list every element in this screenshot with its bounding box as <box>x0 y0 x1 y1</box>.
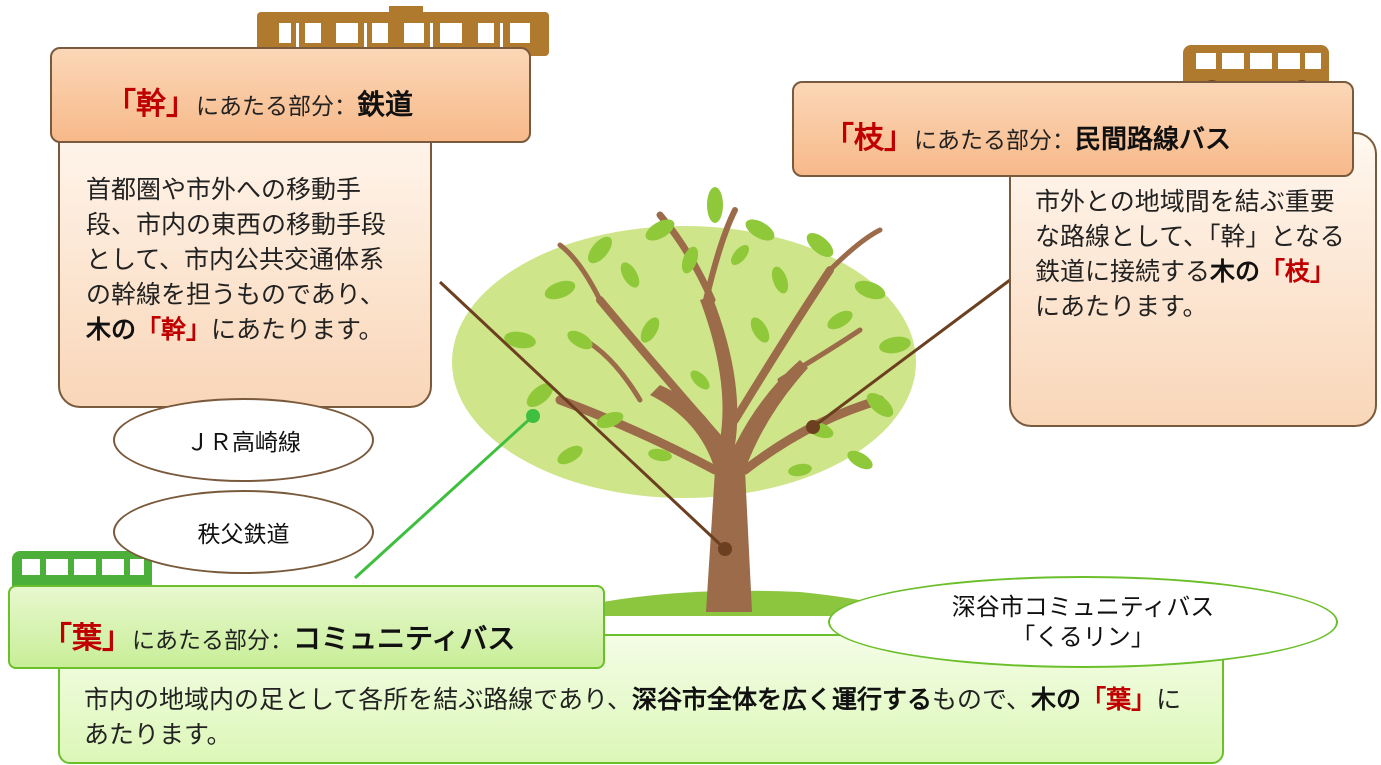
trunk-header-mid: にあたる部分： <box>196 94 357 120</box>
trunk-description-box: 首都圏や市外への移動手段、市内の東西の移動手段として、市内公共交通体系の幹線を担… <box>58 112 432 408</box>
line-oval-jr-takasaki: ＪＲ高崎線 <box>113 398 374 482</box>
leaf-description-text: 市内の地域内の足として各所を結ぶ路線であり、深谷市全体を広く運行するもので、木の… <box>84 685 1182 749</box>
leaf-connector-dot <box>526 409 540 423</box>
trunk-description-text: 首都圏や市外への移動手段、市内の東西の移動手段として、市内公共交通体系の幹線を担… <box>86 175 387 344</box>
leaf-header-bracket: 「葉」 <box>42 621 132 656</box>
branch-header-mid: にあたる部分： <box>914 128 1075 154</box>
tree-leaves <box>504 187 911 477</box>
leaf-header-mid: にあたる部分： <box>132 628 293 654</box>
service-name-line2: 「くるリン」 <box>1011 623 1155 651</box>
line-oval-chichibu: 秩父鉄道 <box>113 490 374 574</box>
branch-description-text: 市外との地域間を結ぶ重要な路線として、「幹」となる鉄道に接続する木の「枝」にあた… <box>1035 187 1345 321</box>
branch-header-keyword: 民間路線バス <box>1075 125 1232 155</box>
trunk-connector-line <box>438 280 727 551</box>
train-icon <box>257 6 549 56</box>
branch-description-box: 市外との地域間を結ぶ重要な路線として、「幹」となる鉄道に接続する木の「枝」にあた… <box>1009 132 1377 427</box>
line-label-chichibu: 秩父鉄道 <box>197 522 290 548</box>
trunk-connector-dot <box>718 542 732 556</box>
leaf-header: 「葉」にあたる部分：コミュニティバス <box>8 585 605 669</box>
branch-connector-dot <box>806 420 820 434</box>
line-label-jr-takasaki: ＪＲ高崎線 <box>186 430 301 456</box>
branch-connector-line <box>812 278 1011 429</box>
service-name-oval: 深谷市コミュニティバス 「くるリン」 <box>828 576 1338 668</box>
leaf-connector-line <box>353 414 535 580</box>
tree-trunk <box>650 296 808 612</box>
trunk-header-bracket: 「幹」 <box>106 87 196 122</box>
leaf-header-keyword: コミュニティバス <box>293 622 516 655</box>
tree-branches <box>555 207 885 475</box>
branch-header-bracket: 「枝」 <box>824 121 914 156</box>
trunk-header-keyword: 鉄道 <box>357 88 414 121</box>
trunk-header: 「幹」にあたる部分：鉄道 <box>50 47 531 143</box>
service-name-line1: 深谷市コミュニティバス <box>951 593 1215 621</box>
branch-header: 「枝」にあたる部分：民間路線バス <box>792 81 1354 177</box>
